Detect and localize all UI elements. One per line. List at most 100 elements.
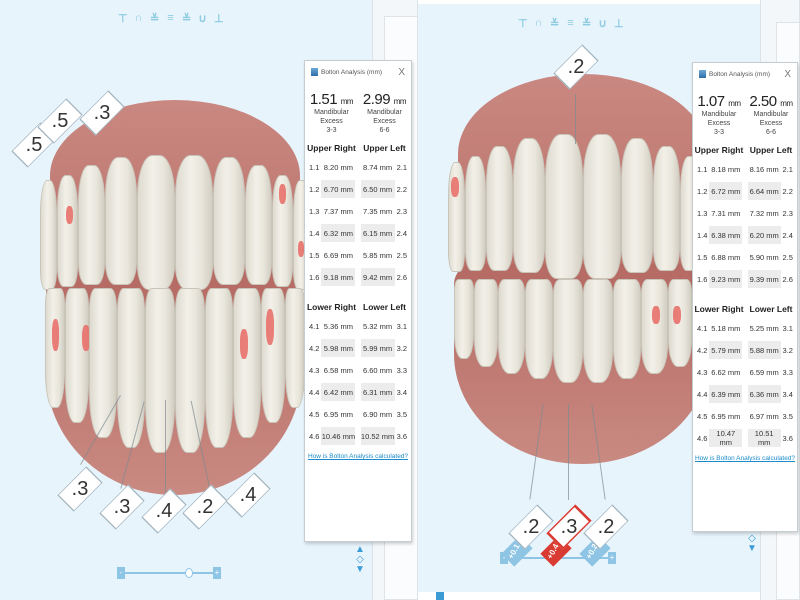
slider-thumb[interactable]: [185, 568, 193, 578]
tooth-width-right: 6.95 mm: [323, 409, 353, 419]
ipr-label-lower-2[interactable]: .3: [99, 480, 145, 538]
tooth-width-right: 6.95 mm: [711, 411, 741, 421]
close-button[interactable]: X: [784, 68, 791, 80]
tooth-id-left: 2.1: [396, 162, 407, 172]
view-front-lower-icon[interactable]: ∪: [198, 13, 207, 25]
tooth-id-right: 4.2: [309, 343, 320, 353]
tooth-width-left: 7.35 mm: [363, 206, 393, 216]
view-both-icon[interactable]: ≡: [567, 17, 574, 29]
view-upper-icon[interactable]: ≚: [550, 18, 560, 30]
leader-line: [575, 94, 576, 144]
tooth-width-left: 5.25 mm: [749, 323, 779, 333]
scroll-indicator[interactable]: [436, 592, 444, 600]
dental-model-right[interactable]: [448, 74, 718, 494]
tooth-id-left: 3.2: [396, 343, 407, 353]
tooth-width-left: 6.50 mm: [360, 180, 395, 198]
excess-label: Mandibular Excess: [314, 109, 349, 125]
tooth-width-left: 6.20 mm: [747, 226, 781, 244]
tooth-width-left: 5.99 mm: [360, 339, 395, 357]
tooth-id-left: 3.1: [396, 321, 407, 331]
ipr-label-lower-5[interactable]: .4: [225, 468, 271, 526]
tooth-id-left: 3.2: [782, 345, 793, 355]
tooth-width-right: 9.23 mm: [709, 270, 743, 288]
tooth-width-left: 5.90 mm: [749, 252, 779, 262]
view-lower-icon[interactable]: ≚: [582, 18, 592, 30]
tooth-id-right: 4.5: [697, 411, 708, 421]
tooth-id-left: 2.4: [782, 230, 793, 240]
dialog-titlebar[interactable]: Bolton Analysis (mm) X: [693, 63, 797, 85]
pan-rotate-widget[interactable]: ◇▼: [747, 533, 757, 554]
view-bottom-icon[interactable]: ⊥: [214, 13, 224, 25]
ipr-label-lower-4[interactable]: .2: [182, 480, 228, 538]
dental-model-left[interactable]: [30, 100, 310, 500]
tooth-id-left: 2.3: [782, 208, 793, 218]
slider-plus-button[interactable]: +: [213, 567, 221, 579]
view-lower-icon[interactable]: ≚: [182, 13, 192, 25]
view-front-upper-icon[interactable]: ∩: [534, 17, 543, 29]
pan-rotate-widget[interactable]: ▲◇▼: [355, 544, 365, 575]
view-top-icon[interactable]: ⊤: [518, 18, 528, 30]
tooth-width-left: 7.32 mm: [749, 208, 779, 218]
tooth-width-right: 6.42 mm: [321, 383, 356, 401]
tooth-id-right: 4.3: [309, 365, 320, 375]
view-front-lower-icon[interactable]: ∪: [598, 18, 607, 30]
slider-minus-button[interactable]: -: [500, 552, 508, 564]
view-top-icon[interactable]: ⊤: [118, 13, 128, 25]
tooth-id-right: 1.3: [309, 206, 320, 216]
ipr-label-upper-1[interactable]: .5: [11, 118, 57, 176]
stage-slider-left[interactable]: - +: [117, 567, 221, 579]
tooth-id-right: 1.2: [697, 186, 708, 196]
tooth-width-left: 6.15 mm: [360, 224, 395, 242]
ipr-label-lower-3[interactable]: .2: [583, 500, 629, 558]
tooth-width-right: 5.79 mm: [709, 341, 743, 359]
slider-minus-button[interactable]: -: [117, 567, 125, 579]
ipr-label-upper-3[interactable]: .3: [79, 86, 125, 144]
view-toolbar-right: ⊤ ∩ ≚ ≡ ≚ ∪ ⊥: [518, 17, 624, 30]
upper-section-header: Upper Right Upper Left: [694, 145, 793, 155]
tooth-width-right: 6.70 mm: [321, 180, 356, 198]
view-upper-icon[interactable]: ≚: [150, 13, 160, 25]
bolton-help-link[interactable]: How is Bolton Analysis calculated?: [694, 455, 796, 462]
dialog-titlebar[interactable]: Bolton Analysis (mm) X: [305, 61, 411, 83]
ipr-label-lower-1[interactable]: .2: [508, 500, 554, 558]
leader-line: [568, 404, 569, 500]
bolton-help-link[interactable]: How is Bolton Analysis calculated?: [307, 453, 409, 460]
tooth-id-right: 1.4: [697, 230, 708, 240]
excess-range: 3-3: [326, 127, 337, 134]
ipr-label-lower-3[interactable]: .4: [141, 484, 187, 542]
tooth-width-left: 6.31 mm: [360, 383, 395, 401]
ipr-label-upper-1[interactable]: .2: [553, 40, 599, 98]
tooth-id-left: 3.5: [396, 409, 407, 419]
tooth-width-left: 6.64 mm: [747, 182, 781, 200]
tooth-id-left: 2.3: [396, 206, 407, 216]
tooth-id-right: 4.3: [697, 367, 708, 377]
view-front-upper-icon[interactable]: ∩: [134, 12, 143, 24]
tooth-id-left: 2.5: [782, 252, 793, 262]
excess-range: 3-3: [713, 129, 725, 136]
tooth-width-left: 10.51 mm: [747, 429, 781, 447]
view-both-icon[interactable]: ≡: [167, 12, 174, 24]
tooth-id-left: 2.2: [396, 184, 407, 194]
slider-plus-button[interactable]: +: [608, 552, 616, 564]
view-bottom-icon[interactable]: ⊥: [614, 18, 624, 30]
lower-section-header: Lower Right Lower Left: [694, 304, 793, 314]
tooth-width-right: 6.72 mm: [709, 182, 743, 200]
tooth-width-right: 5.98 mm: [321, 339, 356, 357]
ipr-label-upper-2[interactable]: .5: [37, 94, 83, 152]
ipr-label-lower-2-highlighted[interactable]: .3: [546, 500, 592, 558]
ipr-label-lower-1[interactable]: .3: [57, 462, 103, 520]
close-button[interactable]: X: [398, 66, 405, 78]
upper-teeth: [448, 134, 718, 294]
tooth-width-left: 8.74 mm: [363, 162, 393, 172]
